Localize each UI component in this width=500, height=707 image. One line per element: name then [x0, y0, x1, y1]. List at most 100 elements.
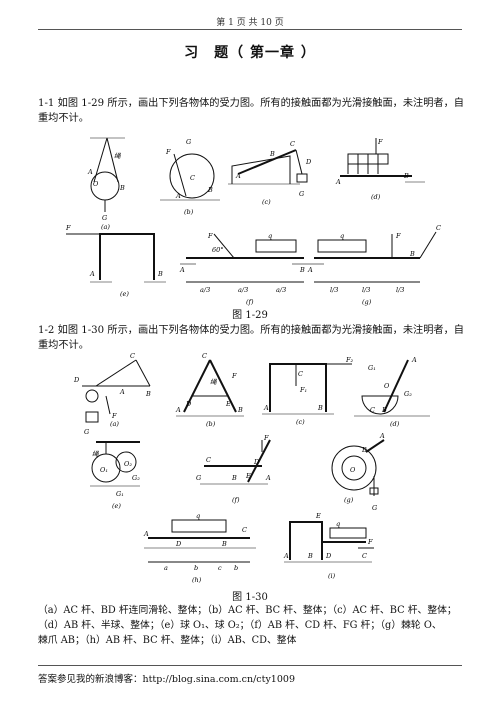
fig30-g-label-B: B: [361, 446, 367, 454]
fig30-c-label-C: C: [298, 370, 303, 378]
fig30-b-label-F: F: [231, 372, 237, 380]
fig30-g-label-A: A: [379, 432, 385, 440]
fig30-g-caption: (g): [344, 496, 354, 504]
fig30-h-label-q: q: [196, 512, 200, 520]
fig29-a-caption: (a): [101, 223, 110, 231]
fig29-c: A B C D G (c): [228, 140, 312, 206]
fig30-i: E q F A B D C (i): [283, 512, 374, 580]
fig29-g-caption: (g): [362, 298, 372, 306]
fig30-d: A G₁ O G₂ C B (d): [354, 356, 430, 428]
fig29-a-label-A: A: [87, 168, 93, 176]
fig30-g-label-G: G: [372, 504, 377, 512]
fig30-c-label-B: B: [317, 404, 323, 412]
fig29-a-label-G: G: [102, 214, 107, 222]
fig30-b-rope: 绳: [210, 378, 218, 386]
fig30-h-dim-b2: b: [234, 564, 238, 572]
fig29-f-caption: (f): [246, 298, 254, 306]
fig29-b-caption: (b): [184, 208, 194, 216]
fig29-c-label-B: B: [269, 150, 275, 158]
fig29-g-label-A: A: [307, 266, 313, 274]
fig29-a-label-O: O: [93, 180, 99, 188]
fig29-g-label-B: B: [409, 250, 415, 258]
answer-list-line-1: （a）AC 杆、BD 杆连同滑轮、整体；（b）AC 杆、BC 杆、整体；（c）A…: [38, 605, 457, 616]
fig29-b-label-A: A: [175, 192, 181, 200]
fig30-f-label-A: A: [265, 474, 271, 482]
fig30-h: q A C D B a b c b (h): [143, 512, 256, 584]
fig29-f-label-F: F: [207, 232, 213, 240]
fig30-i-label-E: E: [315, 512, 321, 520]
fig29-f-label-B: B: [299, 266, 305, 274]
fig30-i-label-F: F: [367, 538, 373, 546]
fig30-h-dim-a: a: [164, 564, 168, 572]
fig29-e-caption: (e): [120, 290, 129, 298]
footer-divider: [38, 665, 462, 666]
fig30-f-caption: (f): [232, 496, 240, 504]
fig30-b-label-E: E: [225, 400, 231, 408]
fig30-h-label-C: C: [242, 526, 247, 534]
fig29-f-label-A: A: [179, 266, 185, 274]
footer-blog-link[interactable]: 答案参见我的新浪博客：http://blog.sina.com.cn/cty10…: [38, 674, 295, 685]
fig29-d: F A B (d): [335, 138, 425, 201]
fig29-f-dim-1: a/3: [200, 286, 210, 294]
fig30-a-label-C: C: [130, 352, 135, 360]
fig30-e-rope: 绳: [92, 450, 100, 458]
fig29-g-dim-2: l/3: [362, 286, 370, 294]
answer-list-line-2: （d）AB 杆、半球、整体；（e）球 O₁、球 O₂；（f）AB 杆、CD 杆、…: [38, 620, 442, 631]
fig29-b-label-G: G: [186, 138, 191, 146]
fig30-b-label-B: B: [237, 406, 243, 414]
fig30-i-label-C: C: [362, 552, 367, 560]
fig30-i-caption: (i): [328, 572, 336, 580]
fig29-b: F G C A B (b): [160, 138, 220, 216]
fig30-c-label-F1: F₁: [299, 386, 307, 394]
fig30-c-label-F2: F₂: [345, 356, 354, 364]
fig30-f-label-D: D: [253, 458, 260, 466]
fig29-b-label-F: F: [165, 148, 171, 156]
fig30-d-label-B: B: [381, 406, 387, 414]
fig29-f-angle: 60°: [212, 246, 224, 254]
fig30-h-dim-b: b: [194, 564, 198, 572]
fig30-b-caption: (b): [206, 420, 216, 428]
fig30-b-label-D: D: [185, 400, 192, 408]
fig29-c-label-G: G: [299, 190, 304, 198]
fig29-g: q F C B A l/3 l/3 l/3 (g): [307, 224, 441, 306]
answer-list-line-3: 棘爪 AB；（h）AB 杆、BC 杆、整体；（i）AB、CD、整体: [38, 635, 297, 646]
fig29-g-label-C: C: [436, 224, 441, 232]
fig30-d-label-G2: G₂: [404, 390, 412, 398]
figure-1-29: 绳 O B A G (a) F G C A B (b) A B C D G (c…: [65, 137, 441, 306]
fig30-a-label-B: B: [145, 390, 151, 398]
page-title: 习 题（ 第一章 ）: [184, 45, 316, 61]
fig29-a: 绳 O B A G (a): [87, 137, 125, 231]
fig29-b-label-C: C: [190, 174, 195, 182]
fig29-c-label-A: A: [235, 172, 241, 180]
fig30-h-caption: (h): [192, 576, 202, 584]
fig30-i-label-A: A: [283, 552, 289, 560]
figure-1-30: D C A B F G (a) C 绳 F D E A B (b) C F₂ F…: [73, 352, 430, 584]
fig30-f-label-C: C: [206, 456, 211, 464]
fig30-h-label-B: B: [221, 540, 227, 548]
fig29-g-label-F: F: [395, 232, 401, 240]
fig30-d-label-G1: G₁: [368, 364, 376, 372]
fig30-f-label-E: E: [245, 472, 251, 480]
fig29-d-label-F: F: [377, 138, 383, 146]
fig30-c: C F₂ F₁ A B (c): [262, 356, 354, 426]
fig30-d-caption: (d): [390, 420, 400, 428]
fig29-a-rope-label: 绳: [114, 152, 122, 160]
fig29-g-dim-1: l/3: [330, 286, 338, 294]
fig30-b: C 绳 F D E A B (b): [175, 352, 244, 428]
fig30-a: D C A B F G (a): [73, 352, 151, 436]
fig29-b-label-B: B: [207, 186, 213, 194]
fig30-i-label-q: q: [336, 520, 340, 528]
fig30-c-label-A: A: [263, 404, 269, 412]
figure-1-29-caption: 图 1-29: [232, 310, 268, 321]
fig30-e-caption: (e): [112, 502, 121, 510]
fig30-g-label-O: O: [350, 466, 356, 474]
fig30-e: 绳 O₁ O₂ G₁ G₂ (e): [90, 441, 140, 510]
fig30-g: O A B G (g): [331, 432, 385, 512]
figure-1-30-caption: 图 1-30: [232, 592, 268, 603]
fig30-b-label-C: C: [202, 352, 207, 360]
fig30-h-label-A: A: [143, 530, 149, 538]
fig29-f-dim-3: a/3: [276, 286, 286, 294]
fig30-d-label-O: O: [384, 382, 390, 390]
fig29-e-label-F: F: [65, 224, 71, 232]
header-divider: [38, 29, 462, 30]
